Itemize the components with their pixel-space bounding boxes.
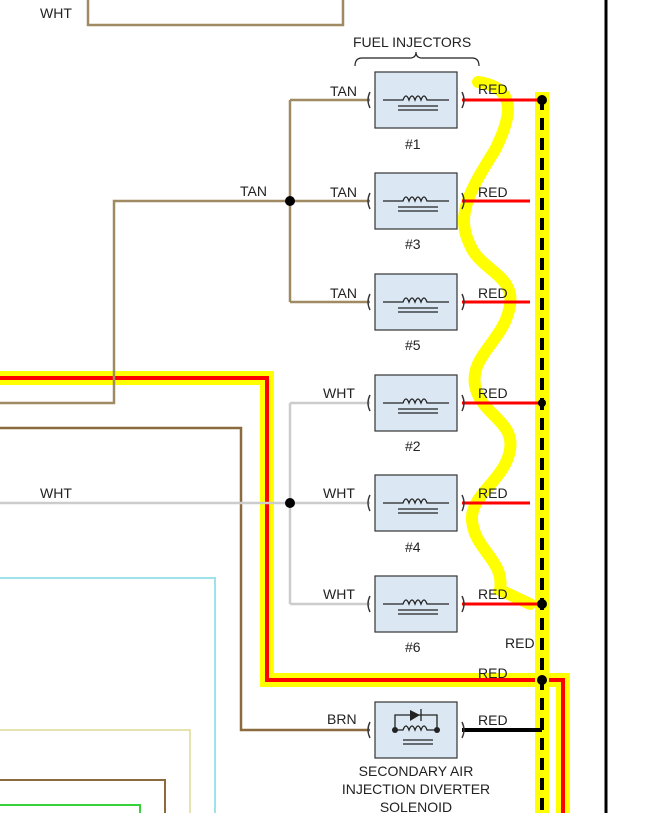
solenoid-connector-left xyxy=(367,721,371,739)
fuel-injector-4 xyxy=(367,374,465,432)
injector-connector-left xyxy=(367,494,371,512)
wht-feed-label: WHT xyxy=(40,485,72,501)
injector-connector-right xyxy=(461,494,465,512)
green-frame-line xyxy=(0,804,141,813)
top-left-wire-label: WHT xyxy=(40,5,72,21)
injector-coil-icon xyxy=(383,297,449,304)
inj3-id: #3 xyxy=(405,236,421,252)
fuel-injectors-title: FUEL INJECTORS xyxy=(353,34,471,50)
inj2-in-label: WHT xyxy=(323,385,355,401)
solenoid-name-line3: SOLENOID xyxy=(380,799,452,813)
injector-connector-left xyxy=(367,394,371,412)
fuel-injector-3 xyxy=(367,273,465,331)
inj6-in-label: WHT xyxy=(323,586,355,602)
inj5-out-label: RED xyxy=(478,285,508,301)
tan-feed-wire xyxy=(0,199,290,405)
inj2-id: #2 xyxy=(405,438,421,454)
bus-dot-2 xyxy=(538,399,546,407)
bus-red-label-1: RED xyxy=(505,635,535,651)
cyan-frame-line xyxy=(0,577,216,813)
injector-coil-icon xyxy=(383,196,449,203)
injector-outputs xyxy=(462,98,542,606)
injector-connector-right xyxy=(461,394,465,412)
bus-red-label-2: RED xyxy=(478,665,508,681)
pale-yellow-frame-line xyxy=(0,729,191,813)
injector-connector-left xyxy=(367,91,371,109)
brn-feed-wire xyxy=(0,426,370,732)
inj1-id: #1 xyxy=(405,136,421,152)
injector-coil-icon xyxy=(383,398,449,405)
inj5-id: #5 xyxy=(405,337,421,353)
fuel-injector-2 xyxy=(367,172,465,230)
fuel-injector-1 xyxy=(367,71,465,129)
bus-dot-6 xyxy=(537,599,547,609)
top-tan-wire xyxy=(86,0,345,27)
inj1-out-label: RED xyxy=(478,81,508,97)
fuel-injector-6 xyxy=(367,575,465,633)
tan-feed-label: TAN xyxy=(240,183,267,199)
tan-splice-dot xyxy=(285,196,295,206)
inj6-out-label: RED xyxy=(478,586,508,602)
solenoid-node-left xyxy=(392,727,398,733)
bus-dot-1 xyxy=(537,95,547,105)
injector-connector-right xyxy=(461,595,465,613)
solenoid-out-label: RED xyxy=(478,712,508,728)
solenoid-coil-icon xyxy=(395,725,437,732)
group-bracket xyxy=(354,51,480,67)
injector-connector-right xyxy=(461,293,465,311)
fuel-injector-5 xyxy=(367,474,465,532)
solenoid-name-line1: SECONDARY AIR xyxy=(359,763,474,779)
injector-coil-icon xyxy=(383,498,449,505)
inj4-id: #4 xyxy=(405,539,421,555)
solenoid-box xyxy=(374,701,458,759)
solenoid-diode-icon xyxy=(410,710,420,721)
solenoid-name-line2: INJECTION DIVERTER xyxy=(342,781,490,797)
solenoid-component xyxy=(367,701,465,759)
red-bus-wire xyxy=(0,376,565,813)
injector-coil-icon xyxy=(383,95,449,102)
injector-connector-left xyxy=(367,293,371,311)
injector-connector-left xyxy=(367,595,371,613)
inj2-out-label: RED xyxy=(478,385,508,401)
solenoid-node-right xyxy=(434,727,440,733)
inj3-in-label: TAN xyxy=(330,184,357,200)
inj6-id: #6 xyxy=(405,639,421,655)
inj3-out-label: RED xyxy=(478,184,508,200)
injector-connector-right xyxy=(461,192,465,210)
inj1-in-label: TAN xyxy=(330,83,357,99)
injector-coil-icon xyxy=(383,599,449,606)
solenoid-connector-right xyxy=(461,721,465,739)
bus-dot-junction xyxy=(537,675,547,685)
injector-connector-left xyxy=(367,192,371,210)
inj4-out-label: RED xyxy=(478,485,508,501)
solenoid-in-label: BRN xyxy=(327,711,357,727)
inj5-in-label: TAN xyxy=(330,285,357,301)
wht-splice-dot xyxy=(285,498,295,508)
brown-frame-line xyxy=(0,779,166,813)
inj4-in-label: WHT xyxy=(323,485,355,501)
injector-red-highlight xyxy=(458,76,536,610)
injector-connector-right xyxy=(461,91,465,109)
